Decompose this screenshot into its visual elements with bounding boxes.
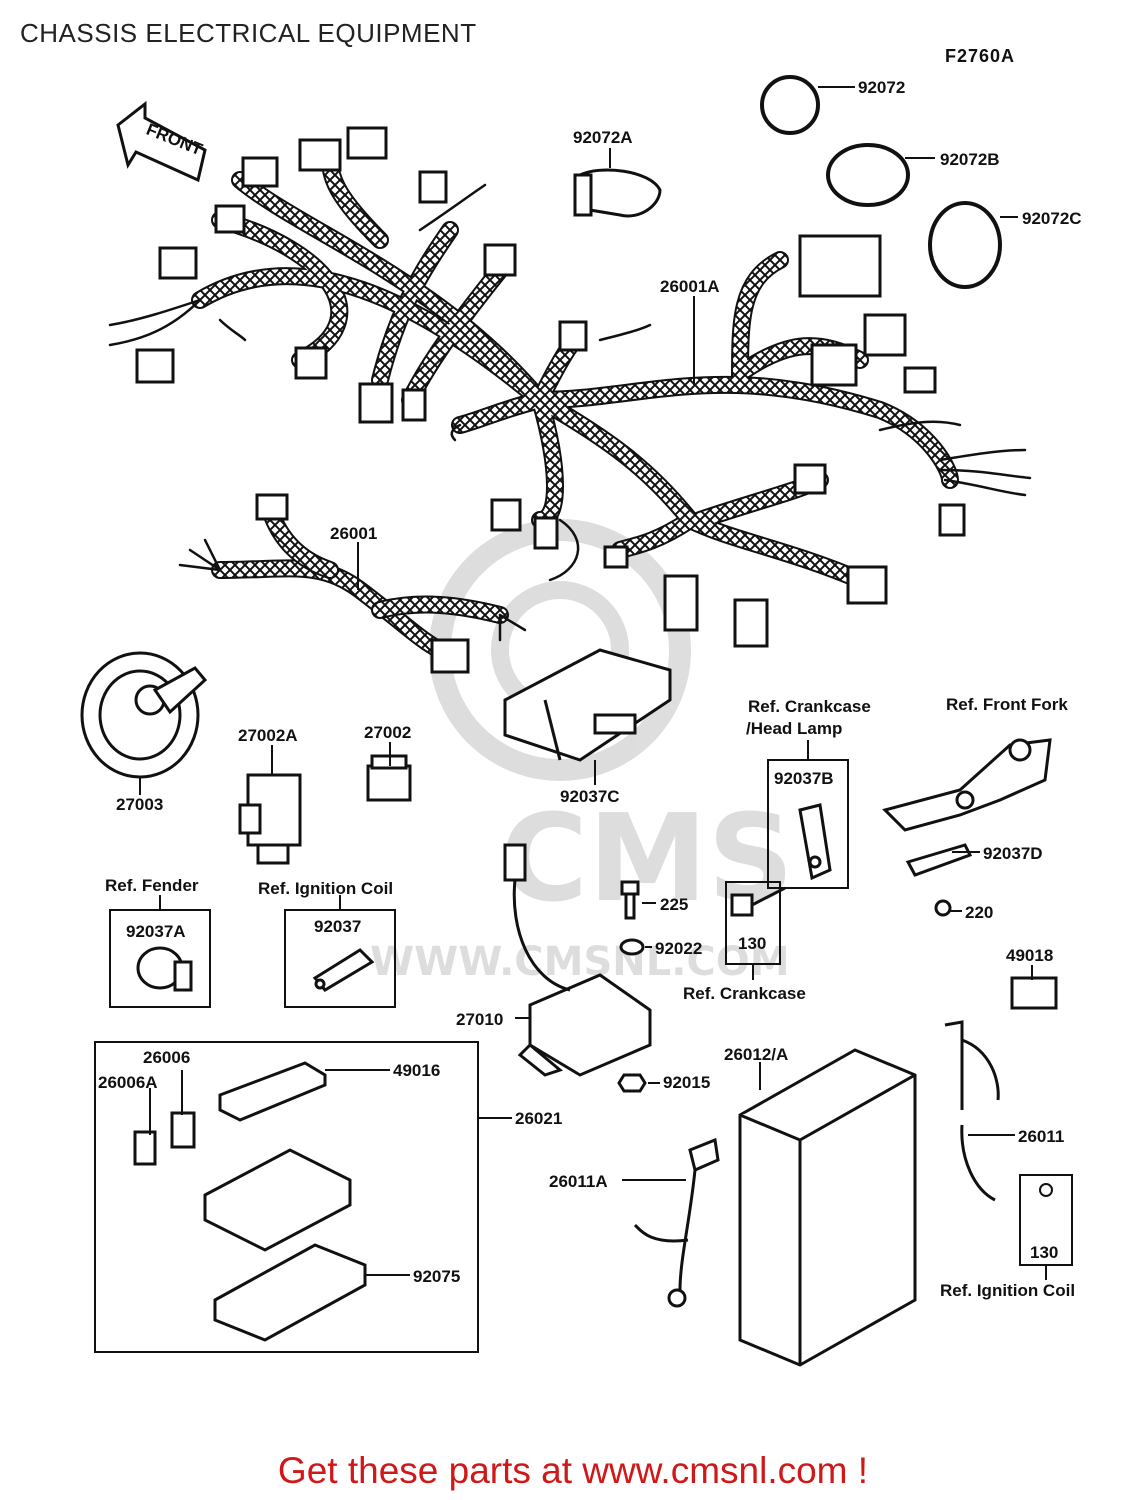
ref-ignition-coil-box	[284, 895, 396, 1008]
footer-link[interactable]: Get these parts at www.cmsnl.com !	[277, 1450, 869, 1491]
kit-box	[94, 1041, 512, 1353]
battery-cable-26011a-icon	[633, 1137, 720, 1308]
regulator-icon	[503, 843, 652, 1077]
clamp-92037b-icon	[798, 803, 832, 881]
part-label-92022: 92022	[655, 939, 702, 958]
fuse-box-cover-icon	[218, 1061, 327, 1122]
part-label-26011a: 26011A	[549, 1172, 608, 1191]
part-labels: 92072 92072A 92072B 92072C 26001A 26001 …	[98, 78, 1082, 1286]
watermark-url: WWW.CMSNL.COM	[370, 939, 790, 985]
cover-92037c-icon	[503, 648, 672, 762]
ref-crankcase-headlamp-line1: Ref. Crankcase	[748, 697, 871, 716]
ref-ignition-coil: Ref. Ignition Coil	[258, 879, 393, 898]
ref-ignition-coil-box-2	[1019, 1174, 1073, 1280]
battery-cable-26011-icon	[944, 1020, 1000, 1202]
ref-crankcase-box	[725, 881, 781, 980]
part-label-26001a: 26001A	[660, 277, 720, 296]
band-92072b-icon	[826, 143, 910, 207]
fender-clamp-icon	[136, 946, 193, 992]
part-label-49016: 49016	[393, 1061, 440, 1080]
part-label-26006a: 26006A	[98, 1073, 158, 1092]
part-label-92075: 92075	[413, 1267, 460, 1286]
ref-ignition-coil-battery: Ref. Ignition Coil	[940, 1281, 1075, 1300]
washer-92022-icon	[619, 938, 645, 956]
nut-92015-icon	[617, 1073, 647, 1093]
part-label-92037b: 92037B	[774, 769, 834, 788]
part-label-49018: 49018	[1006, 946, 1053, 965]
ref-front-fork: Ref. Front Fork	[946, 695, 1068, 714]
wiring-harness-main	[108, 126, 1032, 648]
ref-crankcase-headlamp-line2: /Head Lamp	[746, 719, 842, 738]
part-label-92072a: 92072A	[573, 128, 633, 147]
part-label-92072c: 92072C	[1022, 209, 1082, 228]
relay-27002a-icon	[238, 773, 302, 865]
part-label-92037a: 92037A	[126, 922, 186, 941]
part-label-26011: 26011	[1018, 1127, 1064, 1146]
sensor-49018-icon	[1010, 976, 1058, 1010]
part-label-220: 220	[965, 903, 993, 922]
part-label-92015: 92015	[663, 1073, 710, 1092]
ref-fender: Ref. Fender	[105, 876, 199, 895]
clamp-92072a-icon	[573, 168, 662, 218]
part-label-26021: 26021	[515, 1109, 562, 1128]
bolt-225-icon	[620, 880, 640, 920]
ref-fender-box	[109, 895, 211, 1008]
part-label-26001: 26001	[330, 524, 377, 543]
figure-code: F2760A	[945, 46, 1016, 66]
clamp-92037-icon	[312, 948, 375, 992]
leader-lines	[139, 86, 1033, 1276]
fuse-box-icon	[203, 1148, 352, 1252]
part-label-130-ignition: 130	[1030, 1243, 1058, 1262]
part-label-92037: 92037	[314, 917, 361, 936]
fuse-icon	[133, 1111, 196, 1166]
part-label-27002a: 27002A	[238, 726, 298, 745]
part-label-92072: 92072	[858, 78, 905, 97]
part-label-92072b: 92072B	[940, 150, 1000, 169]
part-label-92037c: 92037C	[560, 787, 620, 806]
part-label-26006: 26006	[143, 1048, 190, 1067]
part-label-225: 225	[660, 895, 688, 914]
part-label-27003: 27003	[116, 795, 163, 814]
fuse-case-92075-icon	[213, 1243, 367, 1342]
front-fork-bracket-icon	[882, 738, 1052, 917]
horn-icon	[80, 651, 208, 779]
battery-icon	[738, 1048, 917, 1367]
band-92072c-icon	[928, 201, 1002, 289]
ref-headlamp-box	[767, 740, 849, 889]
part-label-27010: 27010	[456, 1010, 503, 1029]
part-label-92037d: 92037D	[983, 844, 1043, 863]
front-arrow-icon: FRONT	[116, 100, 207, 183]
ref-crankcase: Ref. Crankcase	[683, 984, 806, 1003]
page-title: CHASSIS ELECTRICAL EQUIPMENT	[20, 18, 477, 48]
band-92072-icon	[760, 75, 820, 135]
part-label-26012a: 26012/A	[724, 1045, 788, 1064]
reference-labels: Ref. Crankcase /Head Lamp Ref. Front For…	[105, 695, 1075, 1300]
part-label-27002: 27002	[364, 723, 411, 742]
part-label-130-crankcase: 130	[738, 934, 766, 953]
wiring-harness-sub	[178, 493, 527, 674]
